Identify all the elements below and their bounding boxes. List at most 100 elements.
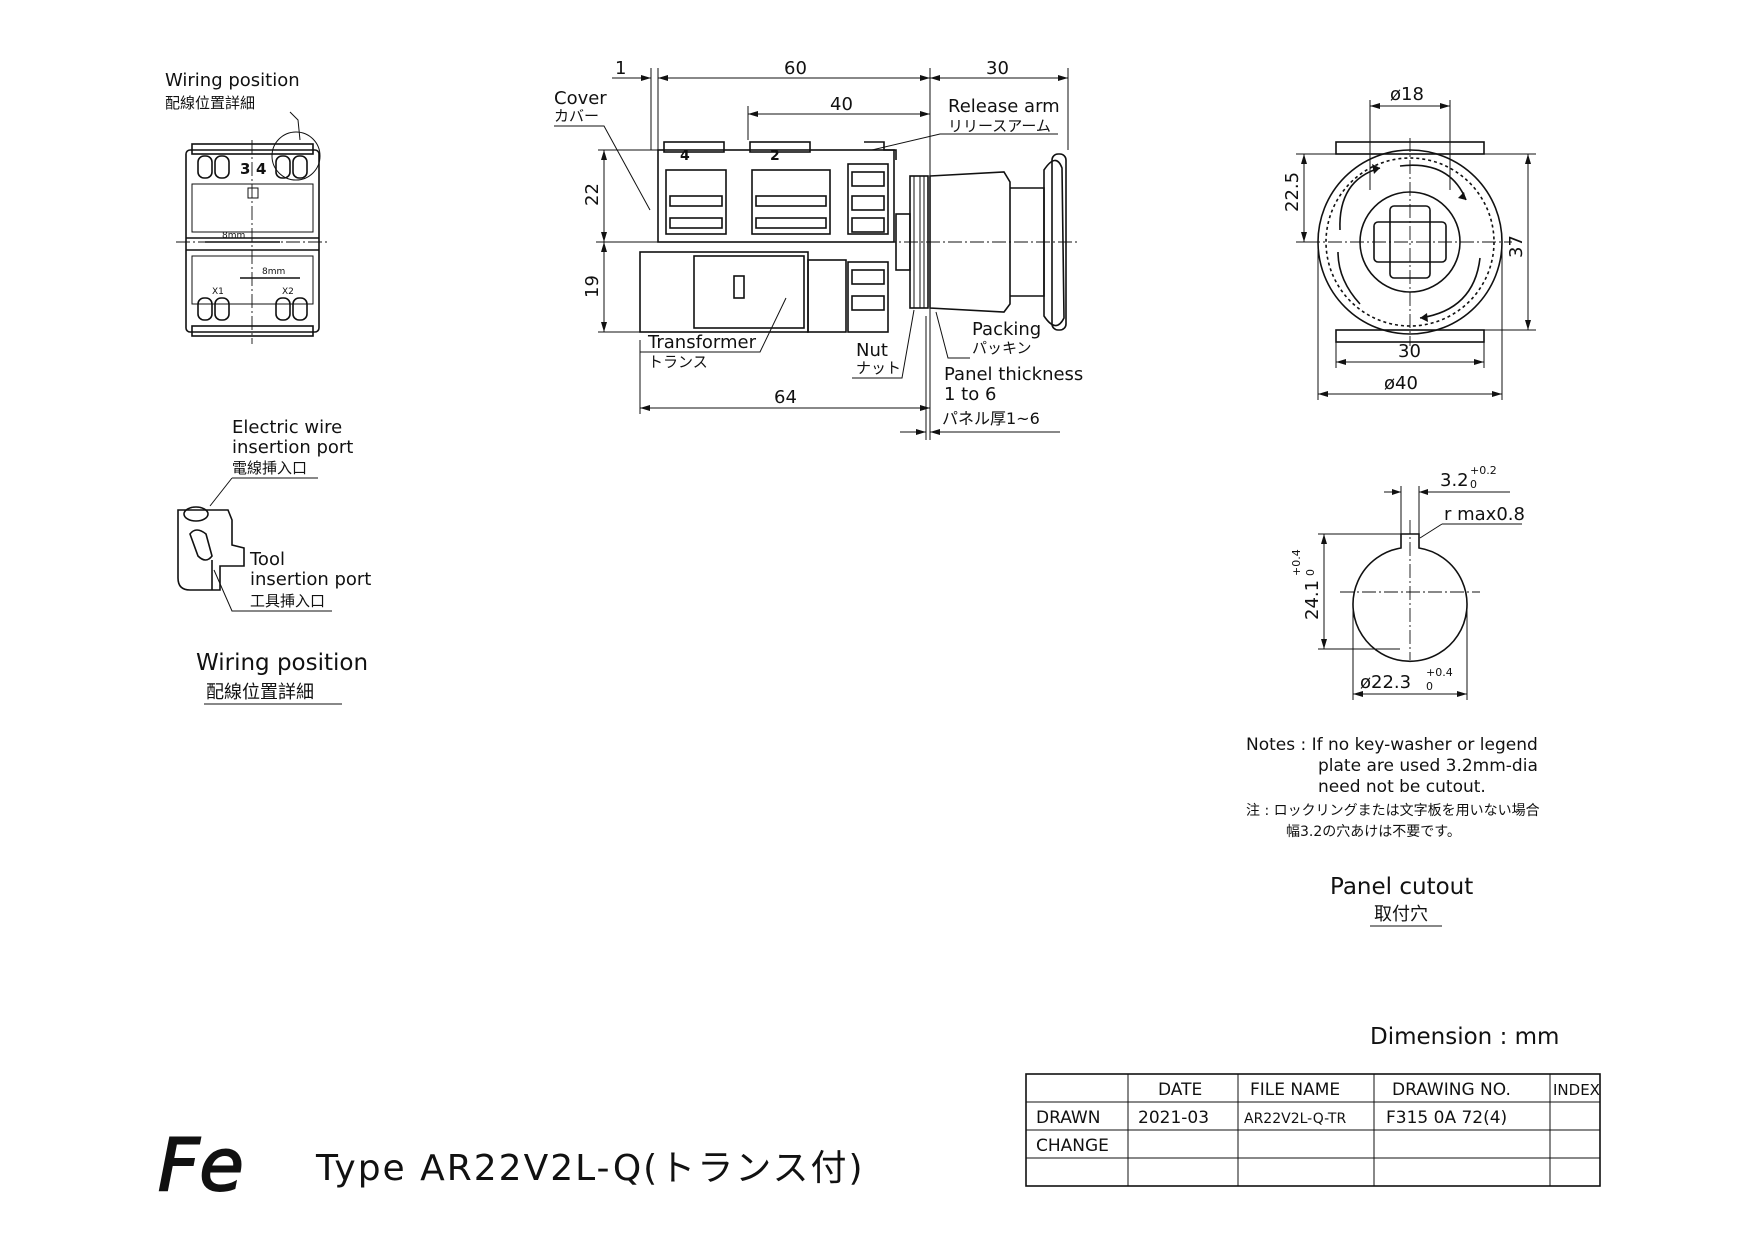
panel-cutout-view: 3.2 +0.2 0 r max0.8 24.1 +0.4 0 ø22.3 +0…	[1290, 464, 1525, 700]
cutout-height-tol-low: 0	[1304, 569, 1317, 576]
dim-front-d40: ø40	[1384, 373, 1418, 394]
tb-row-drawn-date: 2021-03	[1138, 1108, 1209, 1128]
transformer-label-en: Transformer	[647, 332, 757, 353]
tb-header-index: INDEX	[1553, 1081, 1600, 1099]
cutout-caption-en: Panel cutout	[1330, 874, 1473, 900]
note-line-1: Notes : If no key-washer or legend	[1246, 735, 1538, 755]
panel-thickness-label-jp: パネル厚1~6	[942, 409, 1040, 428]
wiring-strip-length-1: 8mm	[222, 231, 245, 241]
packing-label-jp: パッキン	[972, 339, 1032, 357]
cutout-key-width: 3.2	[1440, 470, 1469, 491]
dim-front-30: 30	[1398, 341, 1421, 362]
note-line-jp-1: 注 : ロックリングまたは文字板を用いない場合	[1246, 803, 1540, 819]
side-terminal-4: 4	[680, 148, 690, 164]
packing-leader	[935, 311, 970, 359]
wiring-lower-frame	[191, 255, 314, 305]
cover-label-en: Cover	[554, 88, 607, 109]
dimension-unit: Dimension : mm	[1370, 1024, 1559, 1050]
wiring-terminal-x2: X2	[282, 287, 294, 297]
tb-row-drawn-file: AR22V2L-Q-TR	[1244, 1111, 1346, 1127]
electric-wire-label-jp: 電線挿入口	[232, 459, 307, 477]
lower-contact-block	[639, 251, 809, 333]
cutout-caption-jp: 取付穴	[1374, 904, 1428, 925]
panel-thickness-label-1: Panel thickness	[944, 364, 1083, 385]
front-view: ø18 22.5 37 30 ø40	[1282, 84, 1536, 400]
panel-thickness-label-2: 1 to 6	[944, 384, 996, 405]
wire-port-caption-jp: 配線位置詳細	[206, 682, 314, 703]
cover-leader	[554, 125, 651, 211]
wiring-strip-length-2: 8mm	[262, 267, 285, 277]
release-arm-leader	[871, 133, 1058, 151]
side-terminal-2: 2	[770, 148, 780, 164]
tool-leader	[213, 569, 250, 612]
wiring-module-bottom-rail	[191, 325, 314, 337]
note-line-3: need not be cutout.	[1318, 777, 1486, 797]
cutout-dia-tol-low: 0	[1426, 680, 1433, 693]
wire-port-caption-en: Wiring position	[196, 650, 368, 676]
title-block: DATE FILE NAME DRAWING NO. INDEX DRAWN 2…	[1025, 1073, 1601, 1187]
electric-wire-leader	[209, 477, 233, 507]
dim-front-22-5: 22.5	[1282, 172, 1303, 212]
dim-side-40: 40	[830, 94, 853, 115]
tool-label-1: Tool	[249, 549, 285, 570]
transformer-leader	[640, 297, 787, 353]
cutout-outline	[1352, 533, 1468, 663]
nut-leader	[852, 309, 915, 379]
dim-side-19: 19	[582, 275, 603, 298]
title-area: Fe Type AR22V2L-Q(トランス付)	[157, 1122, 865, 1208]
dim-side-30: 30	[986, 58, 1009, 79]
tb-header-drawing: DRAWING NO.	[1392, 1080, 1511, 1100]
tool-label-jp: 工具挿入口	[250, 592, 325, 610]
release-arm-label-jp: リリースアーム	[948, 117, 1051, 135]
mushroom-head	[1043, 159, 1065, 327]
electric-wire-port	[183, 506, 209, 522]
wiring-terminal-3: 3	[240, 160, 250, 178]
nut-label-en: Nut	[856, 340, 888, 361]
wiring-terminal-x1: X1	[212, 287, 224, 297]
cutout-height-tol-up: +0.4	[1290, 549, 1303, 576]
release-arm-label-en: Release arm	[948, 96, 1060, 117]
drawing-type-title: Type AR22V2L-Q(トランス付)	[315, 1148, 865, 1189]
tb-row-drawn-label: DRAWN	[1036, 1108, 1100, 1128]
cutout-radius: r max0.8	[1444, 504, 1525, 525]
nut-label-jp: ナット	[856, 359, 901, 377]
operator-body	[929, 171, 1011, 313]
side-view: 1 60 30 40 22 19 Cover カバー 4 2	[554, 58, 1083, 440]
wiring-detail-callout-circle	[271, 131, 321, 181]
tb-row-change-label: CHANGE	[1036, 1136, 1109, 1156]
rotation-arrow-bottom	[1337, 251, 1361, 305]
wire-port-view: Electric wire insertion port 電線挿入口 Tool …	[177, 417, 371, 705]
fuji-logo: Fe	[158, 1123, 244, 1207]
tool-insertion-port	[189, 529, 213, 561]
tb-row-drawn-drawing: F315 0A 72(4)	[1386, 1108, 1507, 1128]
dim-front-d18: ø18	[1390, 84, 1424, 105]
transformer-block	[693, 255, 805, 329]
rotation-arrow-left	[1339, 167, 1381, 231]
cutout-key-tol-up: +0.2	[1470, 464, 1497, 477]
wiring-upper-frame	[191, 183, 314, 233]
wiring-detail-leader	[289, 111, 301, 141]
note-line-jp-2: 幅3.2の穴あけは不要です。	[1286, 824, 1461, 840]
tool-label-2: insertion port	[250, 569, 371, 590]
cutout-key-tol-low: 0	[1470, 478, 1477, 491]
release-arm	[864, 141, 897, 160]
dim-side-64: 64	[774, 387, 797, 408]
note-line-2: plate are used 3.2mm-dia	[1318, 756, 1538, 776]
dim-side-60: 60	[784, 58, 807, 79]
tb-header-date: DATE	[1158, 1080, 1202, 1100]
transformer-label-jp: トランス	[648, 353, 708, 371]
wire-port-body	[177, 509, 245, 591]
cover-label-jp: カバー	[554, 107, 599, 125]
wiring-detail-view: Wiring position 配線位置詳細 3 4 X1 X2 8mm 8mm	[165, 70, 330, 344]
wiring-detail-label-jp: 配線位置詳細	[165, 94, 255, 112]
cutout-diameter: ø22.3	[1360, 672, 1411, 693]
electric-wire-label-2: insertion port	[232, 437, 353, 458]
cutout-dia-tol-up: +0.4	[1426, 666, 1453, 679]
electric-wire-label-1: Electric wire	[232, 417, 342, 438]
rotation-arrow-right	[1419, 257, 1481, 319]
wiring-module-top-rail	[191, 143, 314, 155]
tb-header-file: FILE NAME	[1250, 1080, 1340, 1100]
notes-block: Notes : If no key-washer or legend plate…	[1246, 735, 1540, 840]
packing-label-en: Packing	[972, 319, 1041, 340]
